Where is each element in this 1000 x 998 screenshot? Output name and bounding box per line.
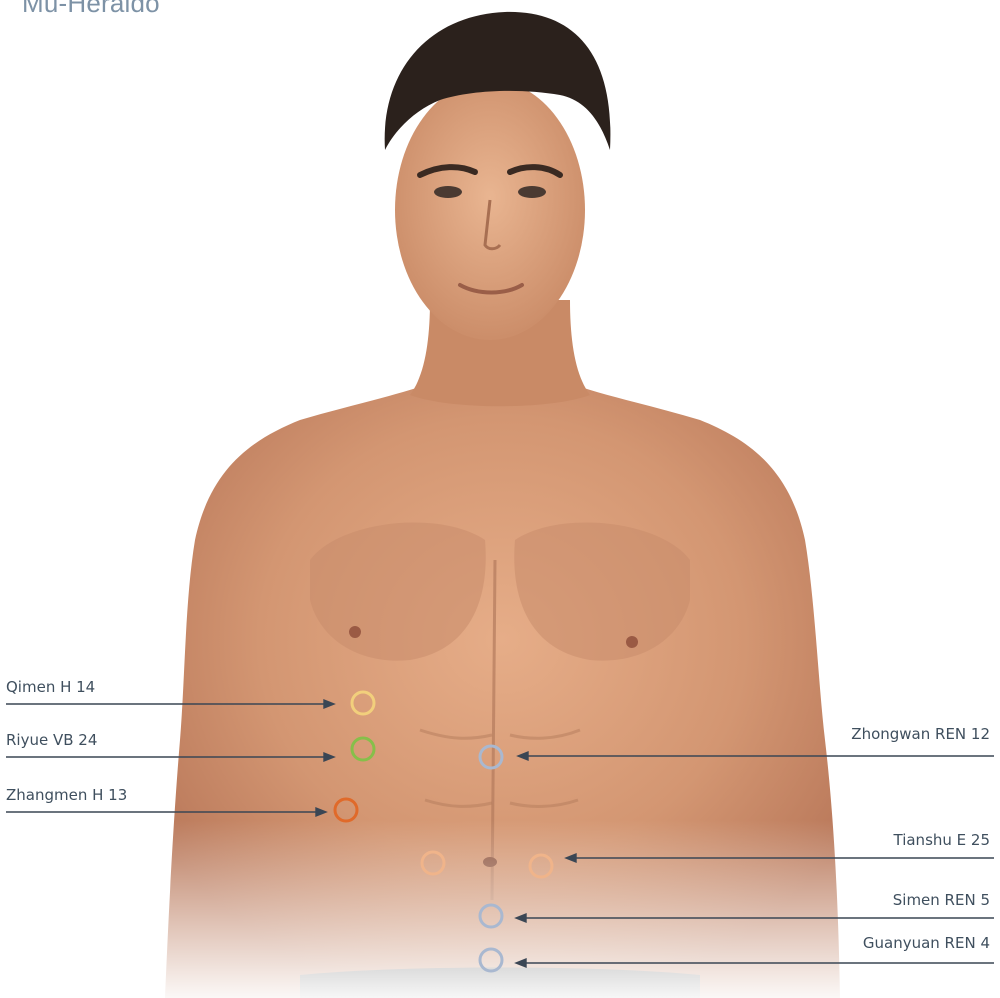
label-simen: Simen REN 5	[893, 891, 990, 909]
label-tianshu: Tianshu E 25	[894, 831, 991, 849]
page-title: Mu-Heraldo	[22, 0, 160, 19]
label-guanyuan: Guanyuan REN 4	[863, 934, 990, 952]
label-riyue: Riyue VB 24	[6, 731, 97, 749]
label-zhangmen: Zhangmen H 13	[6, 786, 127, 804]
label-zhongwan: Zhongwan REN 12	[851, 725, 990, 743]
label-qimen: Qimen H 14	[6, 678, 95, 696]
